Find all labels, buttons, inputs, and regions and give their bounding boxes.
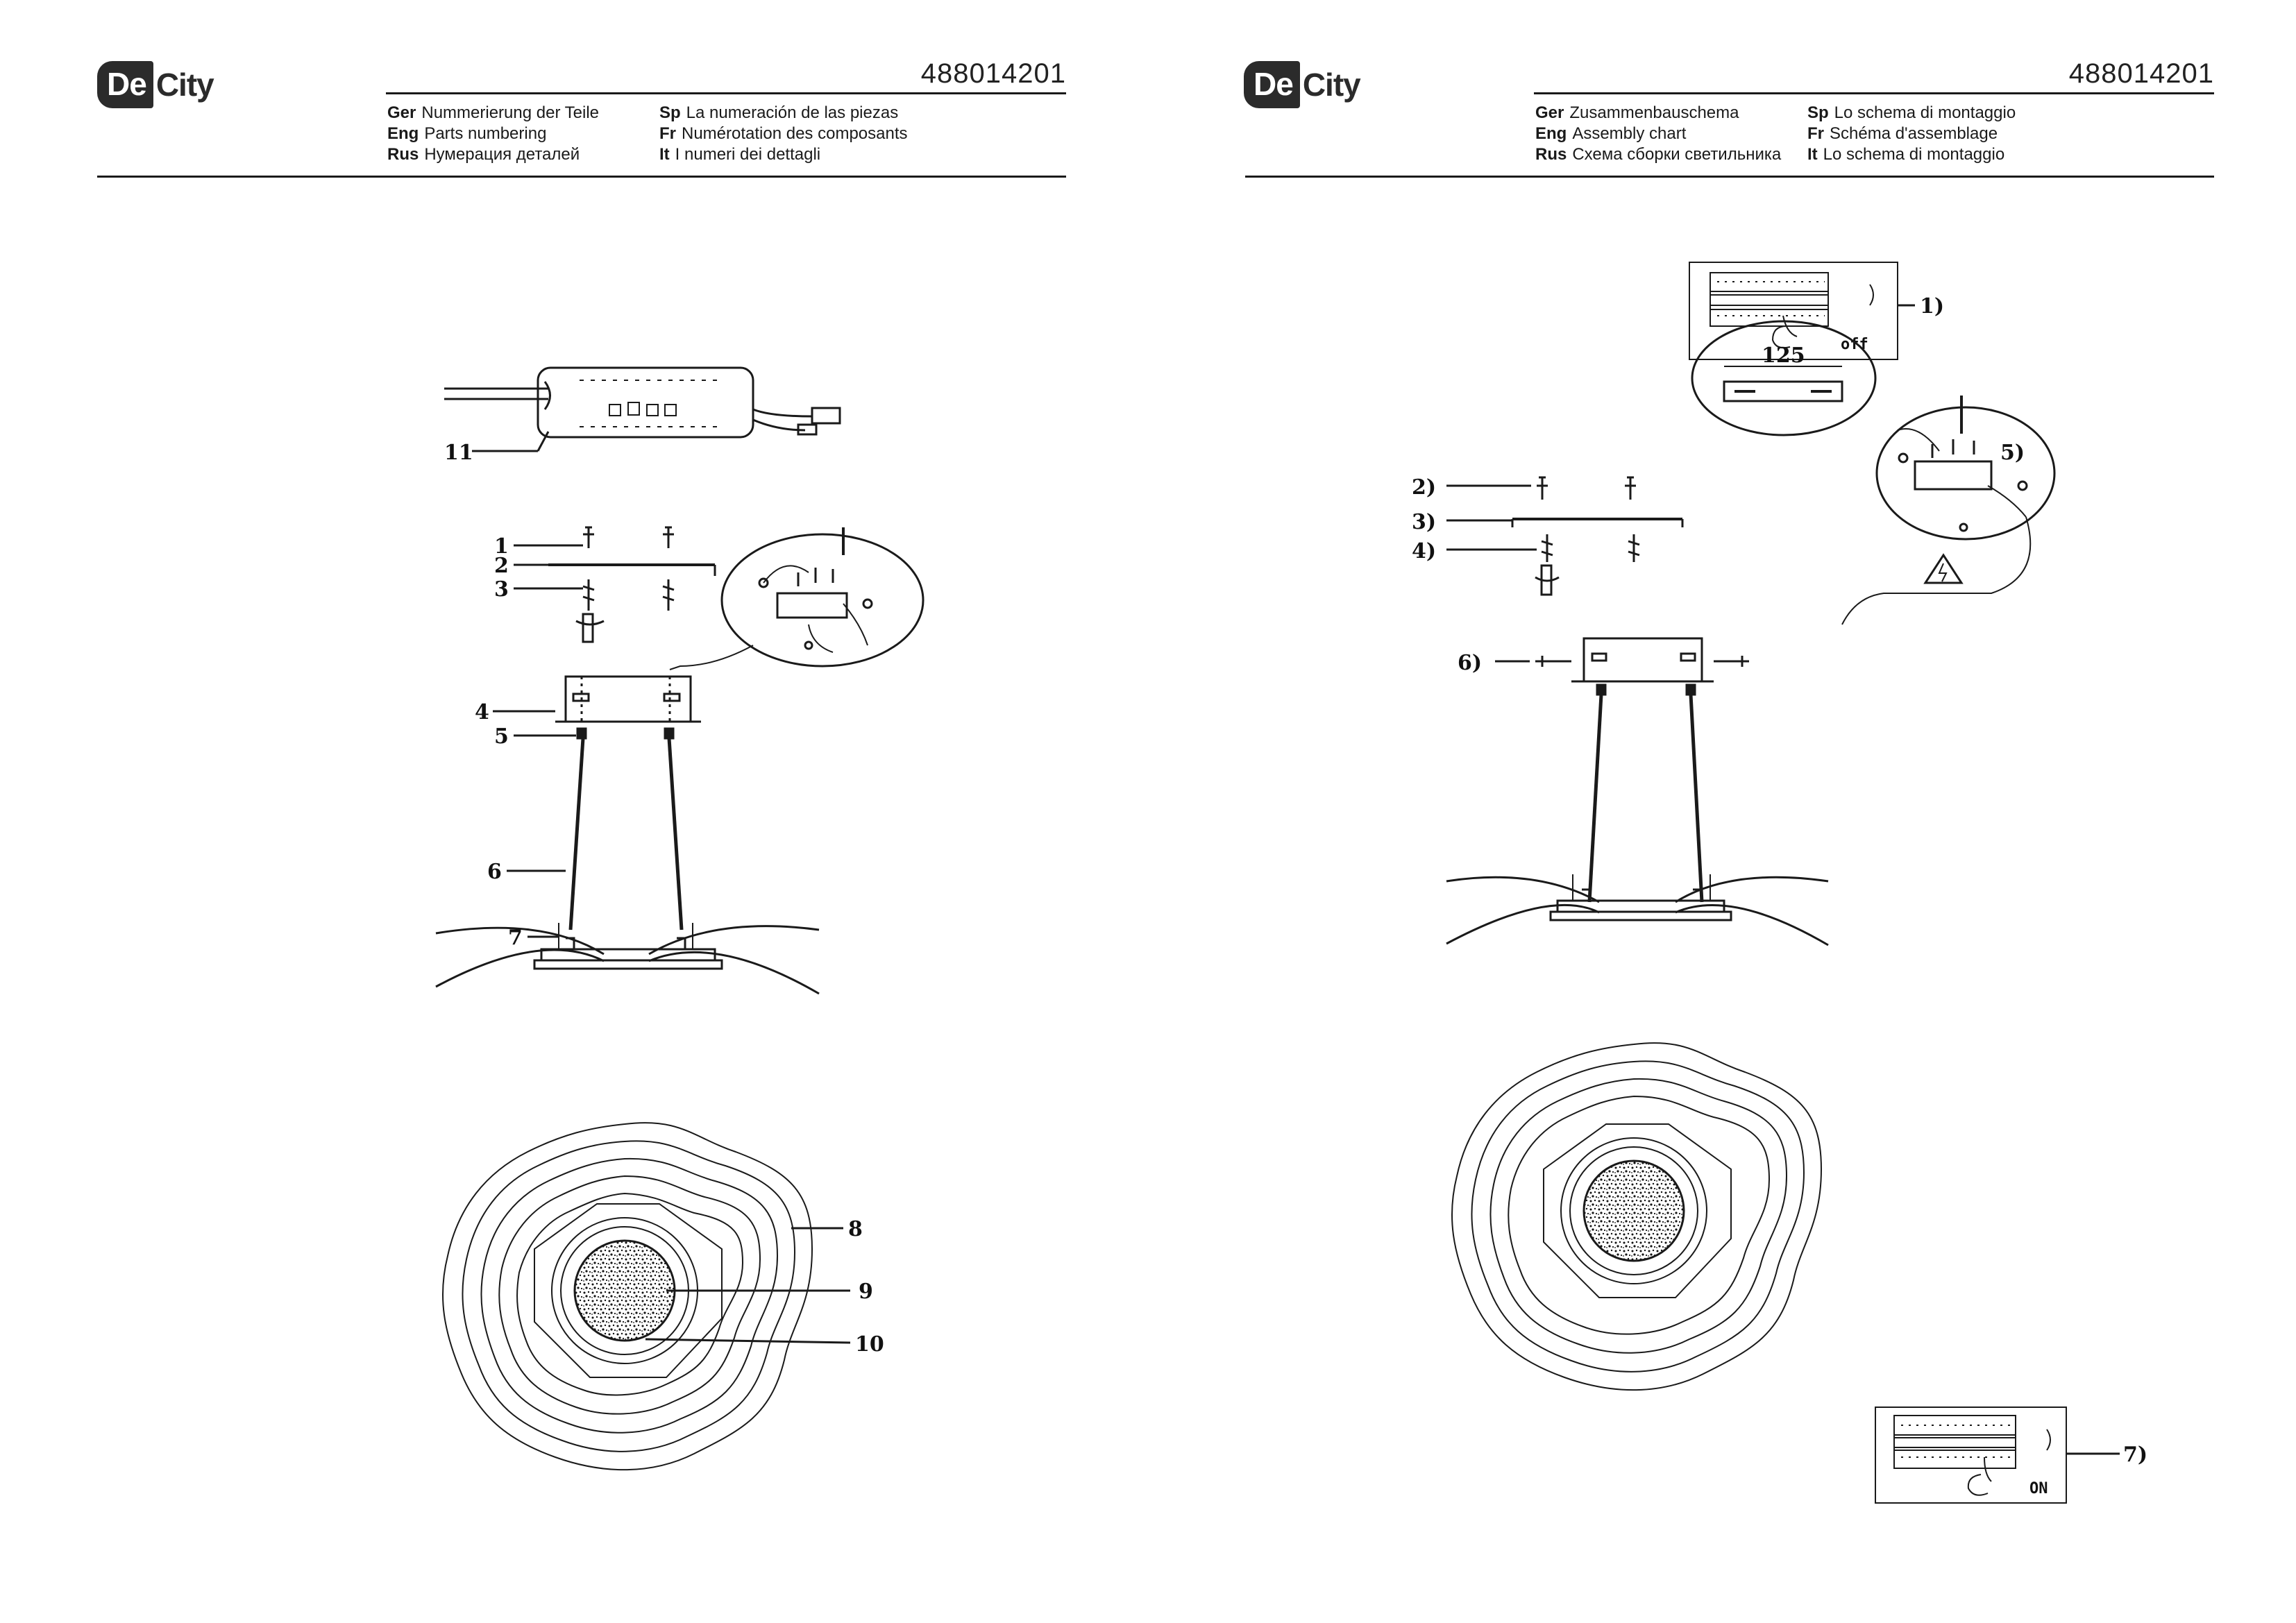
callout-11: 11 [444, 441, 473, 465]
document-code: 488014201 [2068, 58, 2214, 89]
switch-on-label: ON [2029, 1480, 2048, 1497]
header-rule-bottom [1245, 176, 2214, 178]
callout-6: 6 [487, 860, 502, 884]
logo-city: City [1302, 67, 1361, 103]
step-4-callout: 4) [1412, 539, 1436, 563]
lamp-top-view [1451, 1042, 1823, 1391]
logo-city: City [155, 67, 214, 103]
lamp-side-view [435, 923, 820, 995]
header-rule-top [1534, 92, 2214, 94]
brand-logo: De City [97, 57, 214, 112]
electrical-warning-icon [1923, 553, 1964, 584]
callout-1: 1 [494, 534, 509, 559]
header-rule-top [386, 92, 1066, 94]
terminal-block-detail [1875, 396, 2056, 541]
canopy [555, 675, 701, 723]
callout-9: 9 [859, 1280, 873, 1304]
breaker-off-panel: off [1689, 262, 1898, 360]
suspension-cables [1587, 694, 1704, 903]
callout-3: 3 [494, 577, 509, 602]
suspension-cables [568, 738, 684, 931]
assembly-diagram: off 1) 125 2) 3) 4) [1412, 262, 2147, 1504]
breaker-on-panel: ON [1875, 1407, 2067, 1504]
step-7-callout: 7) [2123, 1443, 2147, 1467]
logo-de: De [97, 61, 153, 108]
brand-logo: De City [1244, 57, 1361, 112]
callout-10: 10 [855, 1332, 884, 1357]
step-2-callout: 2) [1412, 475, 1436, 500]
lamp-side-view [1446, 874, 1829, 946]
dimension-label: 125 [1762, 343, 1805, 368]
callout-2: 2 [494, 554, 509, 578]
canopy [1535, 637, 1749, 683]
step-5-callout: 5) [2000, 441, 2025, 465]
step-3-callout: 3) [1412, 510, 1436, 534]
callout-7: 7 [508, 926, 523, 950]
led-driver [444, 366, 841, 439]
step-1-callout: 1) [1920, 294, 1944, 318]
callout-5: 5 [494, 724, 509, 749]
parts-diagram: 11 1 2 3 [435, 366, 925, 1471]
mounting-hardware [548, 526, 716, 643]
callout-8: 8 [848, 1217, 863, 1241]
step-6-callout: 6) [1458, 651, 1482, 675]
terminal-block-detail [720, 527, 925, 668]
lamp-top-view [442, 1122, 813, 1471]
document-code: 488014201 [920, 58, 1066, 89]
logo-de: De [1244, 61, 1300, 108]
mounting-hardware [1511, 476, 1684, 596]
plate-dimension-detail: 125 [1691, 320, 1877, 436]
callout-4: 4 [475, 700, 489, 724]
header-rule-bottom [97, 176, 1066, 178]
